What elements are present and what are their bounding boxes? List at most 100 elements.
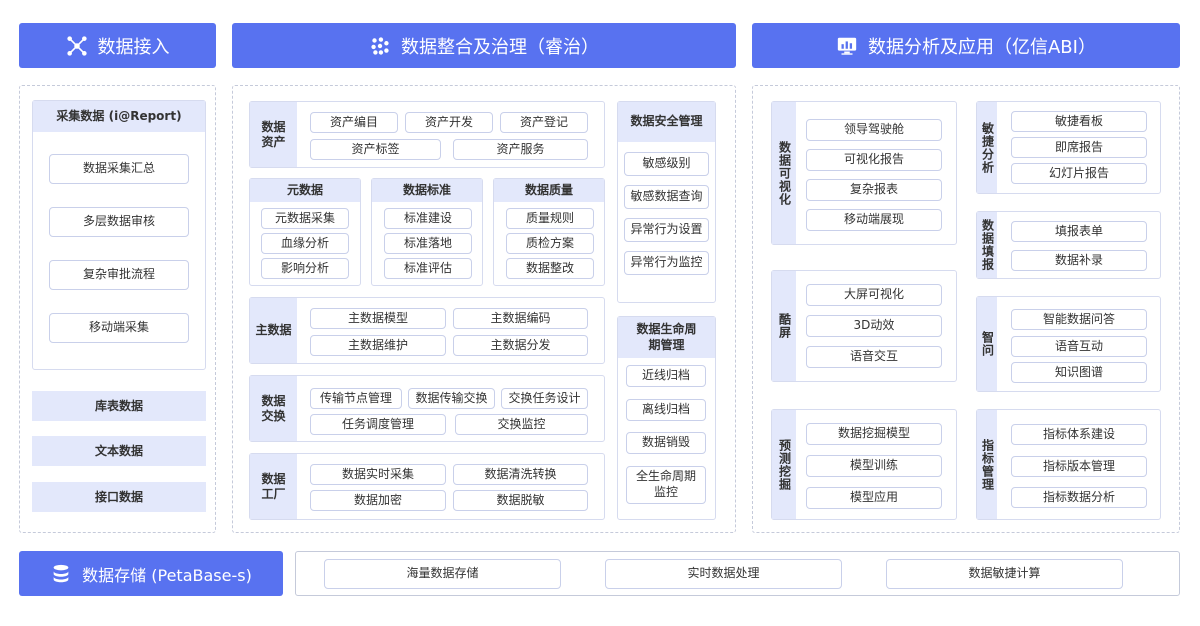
ask-panel: 智问 智能数据问答 语音互动 知识图谱: [976, 296, 1161, 392]
storage-item: 数据敏捷计算: [886, 559, 1123, 589]
master-item: 主数据模型: [310, 308, 446, 329]
assets-item: 资产登记: [500, 112, 588, 133]
lifecycle-item: 近线归档: [626, 365, 706, 387]
visual-item: 领导驾驶舱: [806, 119, 942, 141]
security-item: 敏感数据查询: [624, 185, 709, 209]
lifecycle-title-text: 数据生命周期管理: [636, 321, 697, 352]
agile-panel: 敏捷分析 敏捷看板 即席报告 幻灯片报告: [976, 101, 1161, 194]
visual-item: 复杂报表: [806, 179, 942, 201]
api-data: 接口数据: [32, 482, 206, 512]
agile-label: 敏捷分析: [977, 102, 997, 193]
collect-item: 多层数据审核: [49, 207, 189, 237]
mining-panel: 预测挖掘 数据挖掘模型 模型训练 模型应用: [771, 409, 957, 520]
network-icon: [66, 35, 87, 56]
exchange-item: 任务调度管理: [310, 414, 446, 435]
fill-item: 数据补录: [1011, 250, 1147, 271]
ask-item: 知识图谱: [1011, 362, 1147, 383]
factory-item: 数据加密: [310, 490, 446, 511]
master-item: 主数据分发: [453, 335, 588, 356]
standard-item: 标准评估: [384, 258, 472, 279]
assets-item: 资产编目: [310, 112, 398, 133]
master-label: 主数据: [250, 298, 297, 363]
exchange-label: 数据交换: [250, 376, 297, 441]
security-item: 敏感级别: [624, 152, 709, 176]
assets-panel: 数据资产 资产编目 资产开发 资产登记 资产标签 资产服务: [249, 101, 605, 168]
quality-panel: 数据质量 质量规则 质检方案 数据整改: [493, 178, 605, 286]
lifecycle-panel: 数据生命周期管理 近线归档 离线归档 数据销毁 全生命周期监控: [617, 316, 716, 520]
factory-panel: 数据工厂 数据实时采集 数据清洗转换 数据加密 数据脱敏: [249, 453, 605, 520]
table-data: 库表数据: [32, 391, 206, 421]
metadata-item: 血缘分析: [261, 233, 349, 254]
collect-panel: 采集数据 (i@Report) 数据采集汇总 多层数据审核 复杂审批流程 移动端…: [32, 100, 206, 370]
visual-item: 移动端展现: [806, 209, 942, 231]
master-item: 主数据维护: [310, 335, 446, 356]
quality-item: 数据整改: [506, 258, 594, 279]
exchange-panel: 数据交换 传输节点管理 数据传输交换 交换任务设计 任务调度管理 交换监控: [249, 375, 605, 442]
integrate-title: 数据整合及治理（睿治）: [401, 36, 599, 58]
fill-label: 数据填报: [977, 212, 997, 278]
mining-item: 数据挖掘模型: [806, 423, 942, 445]
cool-item: 3D动效: [806, 315, 942, 337]
indicator-item: 指标版本管理: [1011, 456, 1147, 477]
mining-item: 模型训练: [806, 455, 942, 477]
lifecycle-item: 数据销毁: [626, 432, 706, 454]
lifecycle-item: 全生命周期监控: [626, 466, 706, 504]
assets-item: 资产开发: [405, 112, 493, 133]
indicator-item: 指标体系建设: [1011, 424, 1147, 445]
lifecycle-item-text: 全生命周期监控: [635, 469, 696, 499]
standard-title: 数据标准: [372, 179, 482, 202]
master-panel: 主数据 主数据模型 主数据编码 主数据维护 主数据分发: [249, 297, 605, 364]
assets-item: 资产服务: [453, 139, 588, 160]
standard-item: 标准落地: [384, 233, 472, 254]
visual-panel: 数据可视化 领导驾驶舱 可视化报告 复杂报表 移动端展现: [771, 101, 957, 245]
factory-label: 数据工厂: [250, 454, 297, 519]
text-data: 文本数据: [32, 436, 206, 466]
storage-title: 数据存储 (PetaBase-s): [82, 565, 252, 585]
dots-cluster-icon: [371, 36, 389, 55]
master-item: 主数据编码: [453, 308, 588, 329]
standard-item: 标准建设: [384, 208, 472, 229]
ingest-header: 数据接入: [19, 23, 216, 68]
integrate-header: 数据整合及治理（睿治）: [232, 23, 736, 68]
factory-item: 数据脱敏: [453, 490, 588, 511]
fill-item: 填报表单: [1011, 221, 1147, 242]
agile-item: 即席报告: [1011, 137, 1147, 158]
lifecycle-title: 数据生命周期管理: [618, 317, 715, 358]
storage-item: 海量数据存储: [324, 559, 561, 589]
exchange-item: 交换任务设计: [501, 388, 588, 409]
indicator-label: 指标管理: [977, 410, 997, 519]
exchange-item: 交换监控: [455, 414, 588, 435]
cool-item: 语音交互: [806, 346, 942, 368]
quality-item: 质量规则: [506, 208, 594, 229]
security-panel: 数据安全管理 敏感级别 敏感数据查询 异常行为设置 异常行为监控: [617, 101, 716, 303]
security-item: 异常行为监控: [624, 251, 709, 275]
storage-panel: 海量数据存储 实时数据处理 数据敏捷计算: [295, 551, 1180, 596]
metadata-title: 元数据: [250, 179, 360, 202]
assets-item: 资产标签: [310, 139, 441, 160]
metadata-item: 元数据采集: [261, 208, 349, 229]
standard-panel: 数据标准 标准建设 标准落地 标准评估: [371, 178, 483, 286]
monitor-chart-icon: [837, 37, 857, 55]
visual-item: 可视化报告: [806, 149, 942, 171]
indicator-item: 指标数据分析: [1011, 487, 1147, 508]
collect-title: 采集数据 (i@Report): [33, 101, 205, 132]
collect-item: 移动端采集: [49, 313, 189, 343]
mining-item: 模型应用: [806, 487, 942, 509]
quality-title: 数据质量: [494, 179, 604, 202]
analysis-header: 数据分析及应用（亿信ABI）: [752, 23, 1180, 68]
cool-label: 酷屏: [772, 271, 796, 381]
exchange-item: 传输节点管理: [310, 388, 402, 409]
metadata-item: 影响分析: [261, 258, 349, 279]
collect-item: 数据采集汇总: [49, 154, 189, 184]
indicator-panel: 指标管理 指标体系建设 指标版本管理 指标数据分析: [976, 409, 1161, 520]
factory-item: 数据实时采集: [310, 464, 446, 485]
visual-label: 数据可视化: [772, 102, 796, 244]
cool-item: 大屏可视化: [806, 284, 942, 306]
quality-item: 质检方案: [506, 233, 594, 254]
analysis-title: 数据分析及应用（亿信ABI）: [868, 36, 1096, 58]
lifecycle-item: 离线归档: [626, 399, 706, 421]
fill-panel: 数据填报 填报表单 数据补录: [976, 211, 1161, 279]
security-item: 异常行为设置: [624, 218, 709, 242]
agile-item: 敏捷看板: [1011, 111, 1147, 132]
ask-label: 智问: [977, 297, 997, 391]
